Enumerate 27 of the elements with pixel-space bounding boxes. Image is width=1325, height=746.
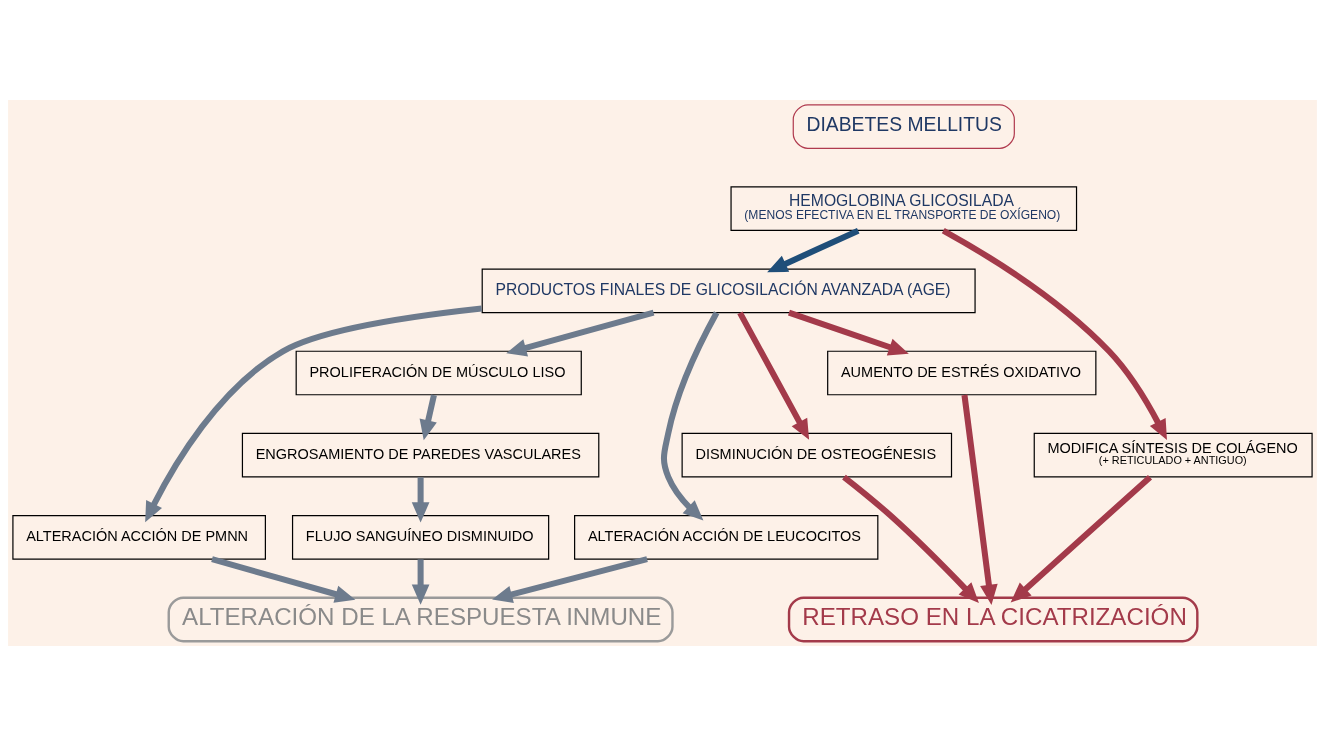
arrow [492, 556, 648, 604]
arrow [788, 309, 909, 356]
node-box: DISMINUCIÓN DE OSTEOGÉNESIS [681, 432, 953, 478]
node-box: FLUJO SANGUÍNEO DISMINUIDO [291, 514, 550, 560]
node-box: PRODUCTOS FINALES DE GLICOSILACIÓN AVANZADA (AGE) [481, 268, 976, 314]
arrow [411, 559, 430, 605]
node-box: RETRASO EN LA CICATRIZACIÓN [787, 596, 1199, 643]
arrow [961, 394, 998, 605]
node-box: PROLIFERACIÓN DE MÚSCULO LISO [295, 350, 582, 396]
arrow [506, 309, 655, 357]
arrow [737, 311, 810, 440]
arrow [145, 305, 482, 523]
arrow [941, 227, 1167, 441]
arrow [411, 477, 430, 523]
arrow [211, 556, 356, 603]
arrow [419, 394, 437, 441]
arrow [1010, 474, 1153, 603]
node-box: MODIFICA SÍNTESIS DE COLÁGENO (+ RETICULADO + ANTIGUO) [1033, 432, 1313, 478]
node-box: ALTERACIÓN DE LA RESPUESTA INMUNE [167, 596, 674, 643]
node-box: AUMENTO DE ESTRÉS OXIDATIVO [827, 350, 1097, 396]
node-box: ALTERACIÓN ACCIÓN DE LEUCOCITOS [574, 514, 879, 560]
node-box: HEMOGLOBINA GLICOSILADA (MENOS EFECTIVA EN EL TRANSPORTE DE OXÍGENO) [730, 186, 1078, 232]
arrow [842, 474, 979, 603]
node-box: ALTERACIÓN ACCIÓN DE PMNN [12, 514, 266, 560]
node-box: ENGROSAMIENTO DE PAREDES VASCULARES [241, 432, 600, 478]
arrow [661, 311, 720, 521]
node-box: DIABETES MELLITUS [792, 104, 1015, 149]
